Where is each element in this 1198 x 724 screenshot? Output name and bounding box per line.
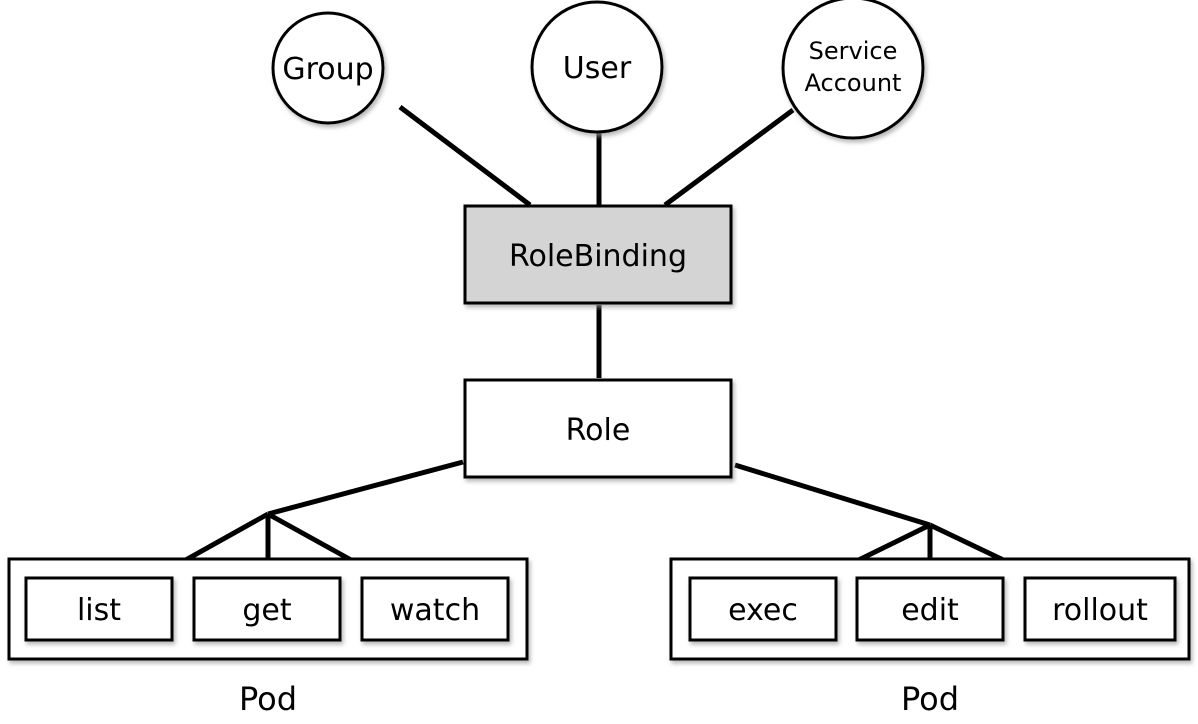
verb-edit-label: edit	[901, 593, 959, 628]
connectors	[155, 105, 1039, 579]
verb-watch-label: watch	[390, 593, 480, 628]
role-to-right-branch-line	[734, 462, 931, 528]
verb-watch-box	[360, 576, 510, 642]
group-node[interactable]: Group	[271, 11, 385, 125]
verb-list-label: list	[77, 593, 121, 628]
group-circle	[271, 11, 385, 125]
pod-group-right: exec edit rollout Pod	[669, 557, 1191, 718]
verb-exec-box	[688, 576, 838, 642]
verb-exec[interactable]: exec	[688, 576, 838, 642]
rolebinding-box	[463, 204, 733, 305]
verb-get-box	[192, 576, 342, 642]
service-account-label-line-2: Account	[805, 69, 902, 97]
service-account-label-line-1: Service	[809, 37, 898, 65]
verb-list-box	[24, 576, 174, 642]
verb-list[interactable]: list	[24, 576, 174, 642]
pod-label-right: Pod	[901, 680, 959, 718]
verb-exec-label: exec	[728, 593, 798, 628]
service-account-node[interactable]: Service Account	[781, 0, 925, 140]
verb-rollout[interactable]: rollout	[1023, 576, 1177, 642]
user-node[interactable]: User	[530, 0, 664, 134]
role-label: Role	[566, 413, 631, 448]
role-to-left-branch-line	[267, 459, 464, 517]
pod-label-left: Pod	[239, 680, 297, 718]
verb-rollout-box	[1023, 576, 1177, 642]
verb-get[interactable]: get	[192, 576, 342, 642]
user-circle	[530, 0, 664, 134]
role-box	[463, 378, 733, 479]
rolebinding-node[interactable]: RoleBinding	[463, 204, 733, 305]
pod-group-left: list get watch Pod	[7, 557, 529, 718]
group-to-rolebinding-line	[398, 105, 532, 207]
verb-edit[interactable]: edit	[855, 576, 1005, 642]
user-label: User	[563, 51, 632, 86]
verb-edit-box	[855, 576, 1005, 642]
rolebinding-label: RoleBinding	[509, 239, 687, 274]
role-node[interactable]: Role	[463, 378, 733, 479]
group-label: Group	[282, 52, 373, 87]
service-account-circle	[781, 0, 925, 140]
service-account-to-rolebinding-line	[663, 107, 795, 208]
verb-watch[interactable]: watch	[360, 576, 510, 642]
verb-get-label: get	[242, 593, 292, 628]
verb-rollout-label: rollout	[1052, 593, 1148, 628]
